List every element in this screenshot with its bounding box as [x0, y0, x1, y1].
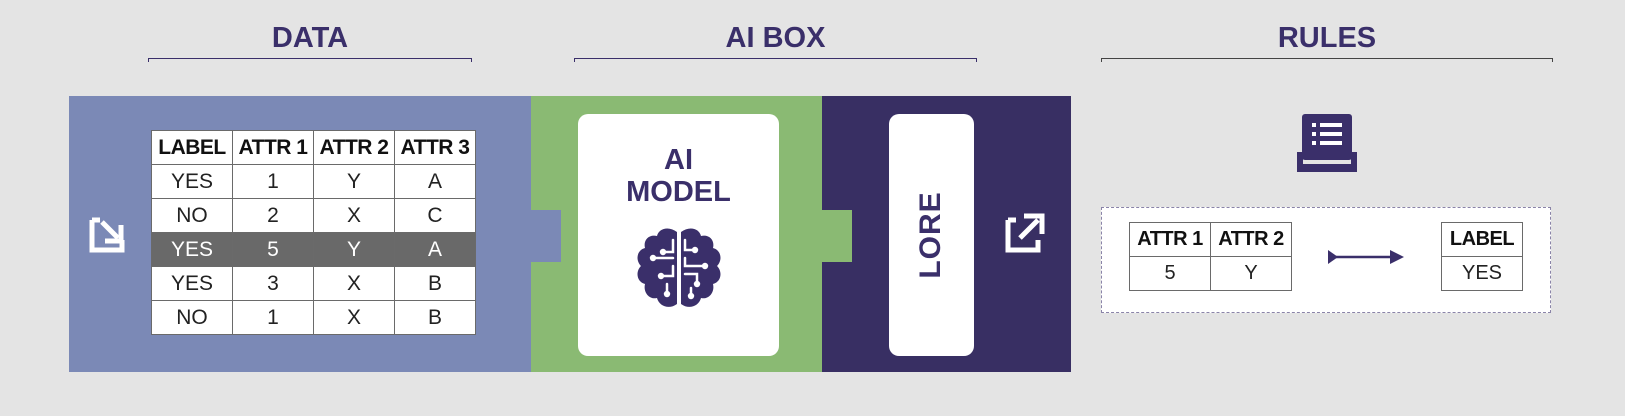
rule-condition-value-row: 5 Y: [1129, 256, 1292, 291]
table-cell: YES: [151, 232, 233, 267]
table-cell: B: [394, 300, 476, 335]
data-table-header: ATTR 1: [232, 130, 314, 165]
table-row: YES 3 X B: [151, 266, 476, 301]
table-row: NO 2 X C: [151, 198, 476, 233]
table-cell: NO: [151, 198, 233, 233]
lore-label: LORE: [914, 191, 947, 279]
table-cell: A: [394, 164, 476, 199]
table-row-highlighted: YES 5 Y A: [151, 232, 476, 267]
rule-condition-header: ATTR 2: [1210, 222, 1292, 257]
export-arrow-icon: [1004, 208, 1050, 259]
table-cell: YES: [151, 164, 233, 199]
ai-model-title-line2: MODEL: [626, 176, 731, 208]
data-table-header: LABEL: [151, 130, 233, 165]
data-table-header-row: LABEL ATTR 1 ATTR 2 ATTR 3: [151, 130, 476, 165]
import-arrow-icon: [88, 208, 134, 259]
ai-model-card: AI MODEL: [578, 114, 779, 356]
ai-model-title-line1: AI: [664, 144, 693, 176]
data-table-header: ATTR 3: [394, 130, 476, 165]
rule-condition-header-row: ATTR 1 ATTR 2: [1129, 222, 1292, 257]
table-cell: B: [394, 266, 476, 301]
right-arrow-icon: [1328, 248, 1404, 271]
ai-connector-tab: [821, 210, 854, 262]
table-cell: X: [313, 266, 395, 301]
rule-label-value-row: YES: [1441, 256, 1523, 291]
table-cell: 2: [232, 198, 314, 233]
table-cell: YES: [151, 266, 233, 301]
table-cell: Y: [313, 232, 395, 267]
data-section-title: DATA: [271, 22, 349, 54]
table-cell: 5: [232, 232, 314, 267]
rule-label-header: LABEL: [1441, 222, 1523, 257]
table-row: NO 1 X B: [151, 300, 476, 335]
rule-label-header-row: LABEL: [1441, 222, 1523, 257]
ai-model-title: AI MODEL: [578, 144, 779, 208]
table-cell: 3: [232, 266, 314, 301]
rule-label-value: YES: [1441, 256, 1523, 291]
ai-box-section-bracket: [574, 58, 977, 62]
ai-box-section-title: AI BOX: [725, 22, 826, 54]
rules-section-bracket: [1101, 58, 1553, 62]
table-cell: X: [313, 300, 395, 335]
table-cell: Y: [313, 164, 395, 199]
table-cell: X: [313, 198, 395, 233]
table-cell: NO: [151, 300, 233, 335]
data-table: LABEL ATTR 1 ATTR 2 ATTR 3 YES 1 Y A NO …: [151, 130, 476, 335]
document-tray-icon: [1295, 112, 1359, 181]
table-cell: 1: [232, 164, 314, 199]
table-row: YES 1 Y A: [151, 164, 476, 199]
rule-condition-table: ATTR 1 ATTR 2 5 Y: [1129, 222, 1292, 291]
data-section-bracket: [148, 58, 472, 62]
rule-condition-value: Y: [1210, 256, 1292, 291]
rule-condition-value: 5: [1129, 256, 1211, 291]
table-cell: C: [394, 198, 476, 233]
data-table-header: ATTR 2: [313, 130, 395, 165]
rule-label-table: LABEL YES: [1441, 222, 1523, 291]
brain-circuit-icon: [633, 226, 725, 317]
rule-condition-header: ATTR 1: [1129, 222, 1211, 257]
rules-section-title: RULES: [1277, 22, 1377, 54]
table-cell: A: [394, 232, 476, 267]
lore-card: LORE: [889, 114, 974, 356]
data-connector-tab: [530, 210, 563, 262]
table-cell: 1: [232, 300, 314, 335]
